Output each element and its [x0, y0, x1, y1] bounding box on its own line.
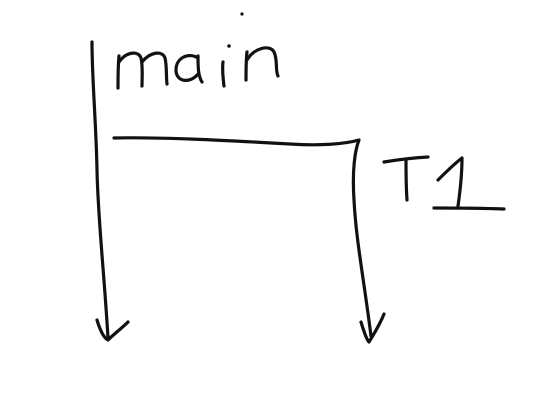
main-thread-line: [90, 40, 110, 340]
main-thread-arrowhead: [95, 318, 130, 342]
t1-thread-arrowhead: [359, 312, 386, 344]
stray-ink-dot: [240, 12, 244, 16]
main-label-handwriting: [116, 44, 280, 90]
t1-thread-line: [352, 198, 373, 338]
fork-connector-line: [112, 136, 361, 202]
t1-label-handwriting: [382, 155, 506, 211]
